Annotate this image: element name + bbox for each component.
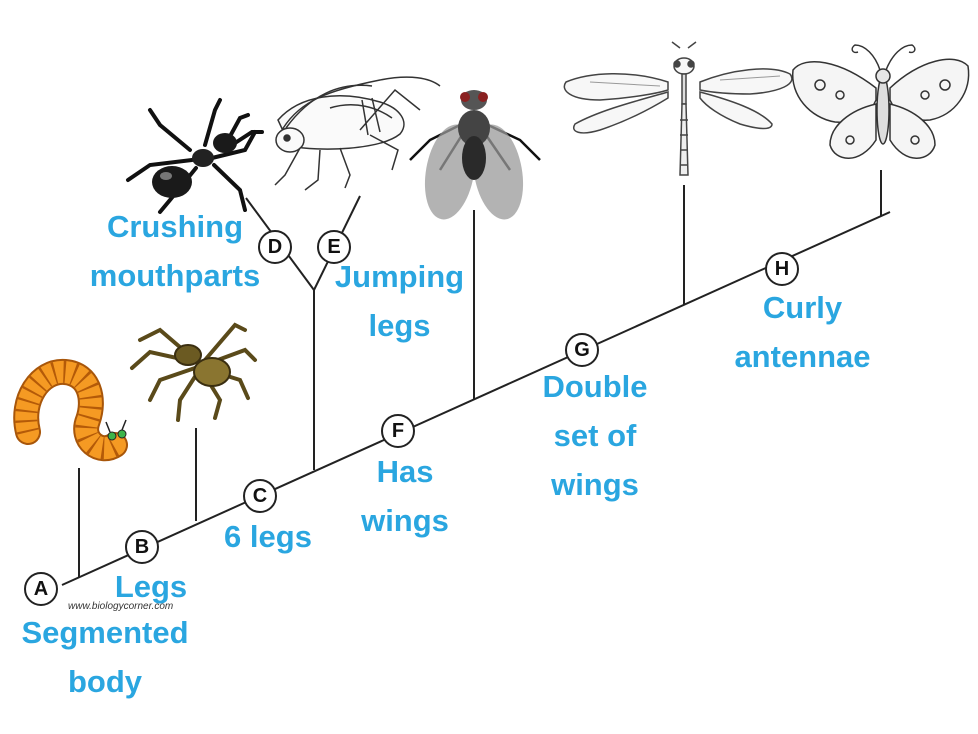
node-f: F <box>381 414 415 448</box>
trait-label-f: Has wings <box>340 447 470 545</box>
trait-label-g: Double set of wings <box>515 362 675 509</box>
trait-label-line: set of <box>553 418 637 453</box>
trait-label-line: antennae <box>734 339 871 374</box>
trait-label-line: Segmented <box>21 615 189 650</box>
trait-label-line: Curly <box>762 290 843 325</box>
node-a: A <box>24 572 58 606</box>
butterfly-icon <box>792 44 970 159</box>
node-c: C <box>243 479 277 513</box>
trait-label-b: Legs <box>96 562 206 611</box>
trait-label-line: body <box>67 664 143 699</box>
trait-label-line: Legs <box>114 569 188 604</box>
spider-icon <box>130 322 257 422</box>
trait-label-a: Segmented body <box>5 608 205 706</box>
trait-label-line: Has <box>376 454 434 489</box>
node-d: D <box>258 230 292 264</box>
trait-label-line: 6 legs <box>224 519 312 554</box>
trait-label-line: wings <box>361 503 449 538</box>
node-h: H <box>765 252 799 286</box>
trait-label-line: mouthparts <box>89 258 261 293</box>
trait-label-e: Jumping legs <box>322 252 477 350</box>
trait-label-line: Crushing <box>106 209 244 244</box>
node-b: B <box>125 530 159 564</box>
cricket-icon <box>274 76 441 191</box>
watermark-text: www.biologycorner.com <box>68 601 174 612</box>
trait-label-d: Crushing mouthparts <box>70 202 280 300</box>
node-e: E <box>317 230 351 264</box>
ant-icon <box>126 98 264 214</box>
trait-label-line: Double <box>542 369 648 404</box>
caterpillar-icon <box>13 359 128 462</box>
trait-label-line: Jumping <box>334 259 465 294</box>
trait-label-h: Curly antennae <box>715 283 890 381</box>
fly-icon <box>409 90 541 220</box>
trait-label-line: legs <box>368 308 431 343</box>
dragonfly-icon <box>563 41 793 176</box>
main-branch-line <box>61 211 891 586</box>
node-g: G <box>565 333 599 367</box>
trait-label-line: wings <box>551 467 639 502</box>
trait-label-c: 6 legs <box>208 512 328 561</box>
